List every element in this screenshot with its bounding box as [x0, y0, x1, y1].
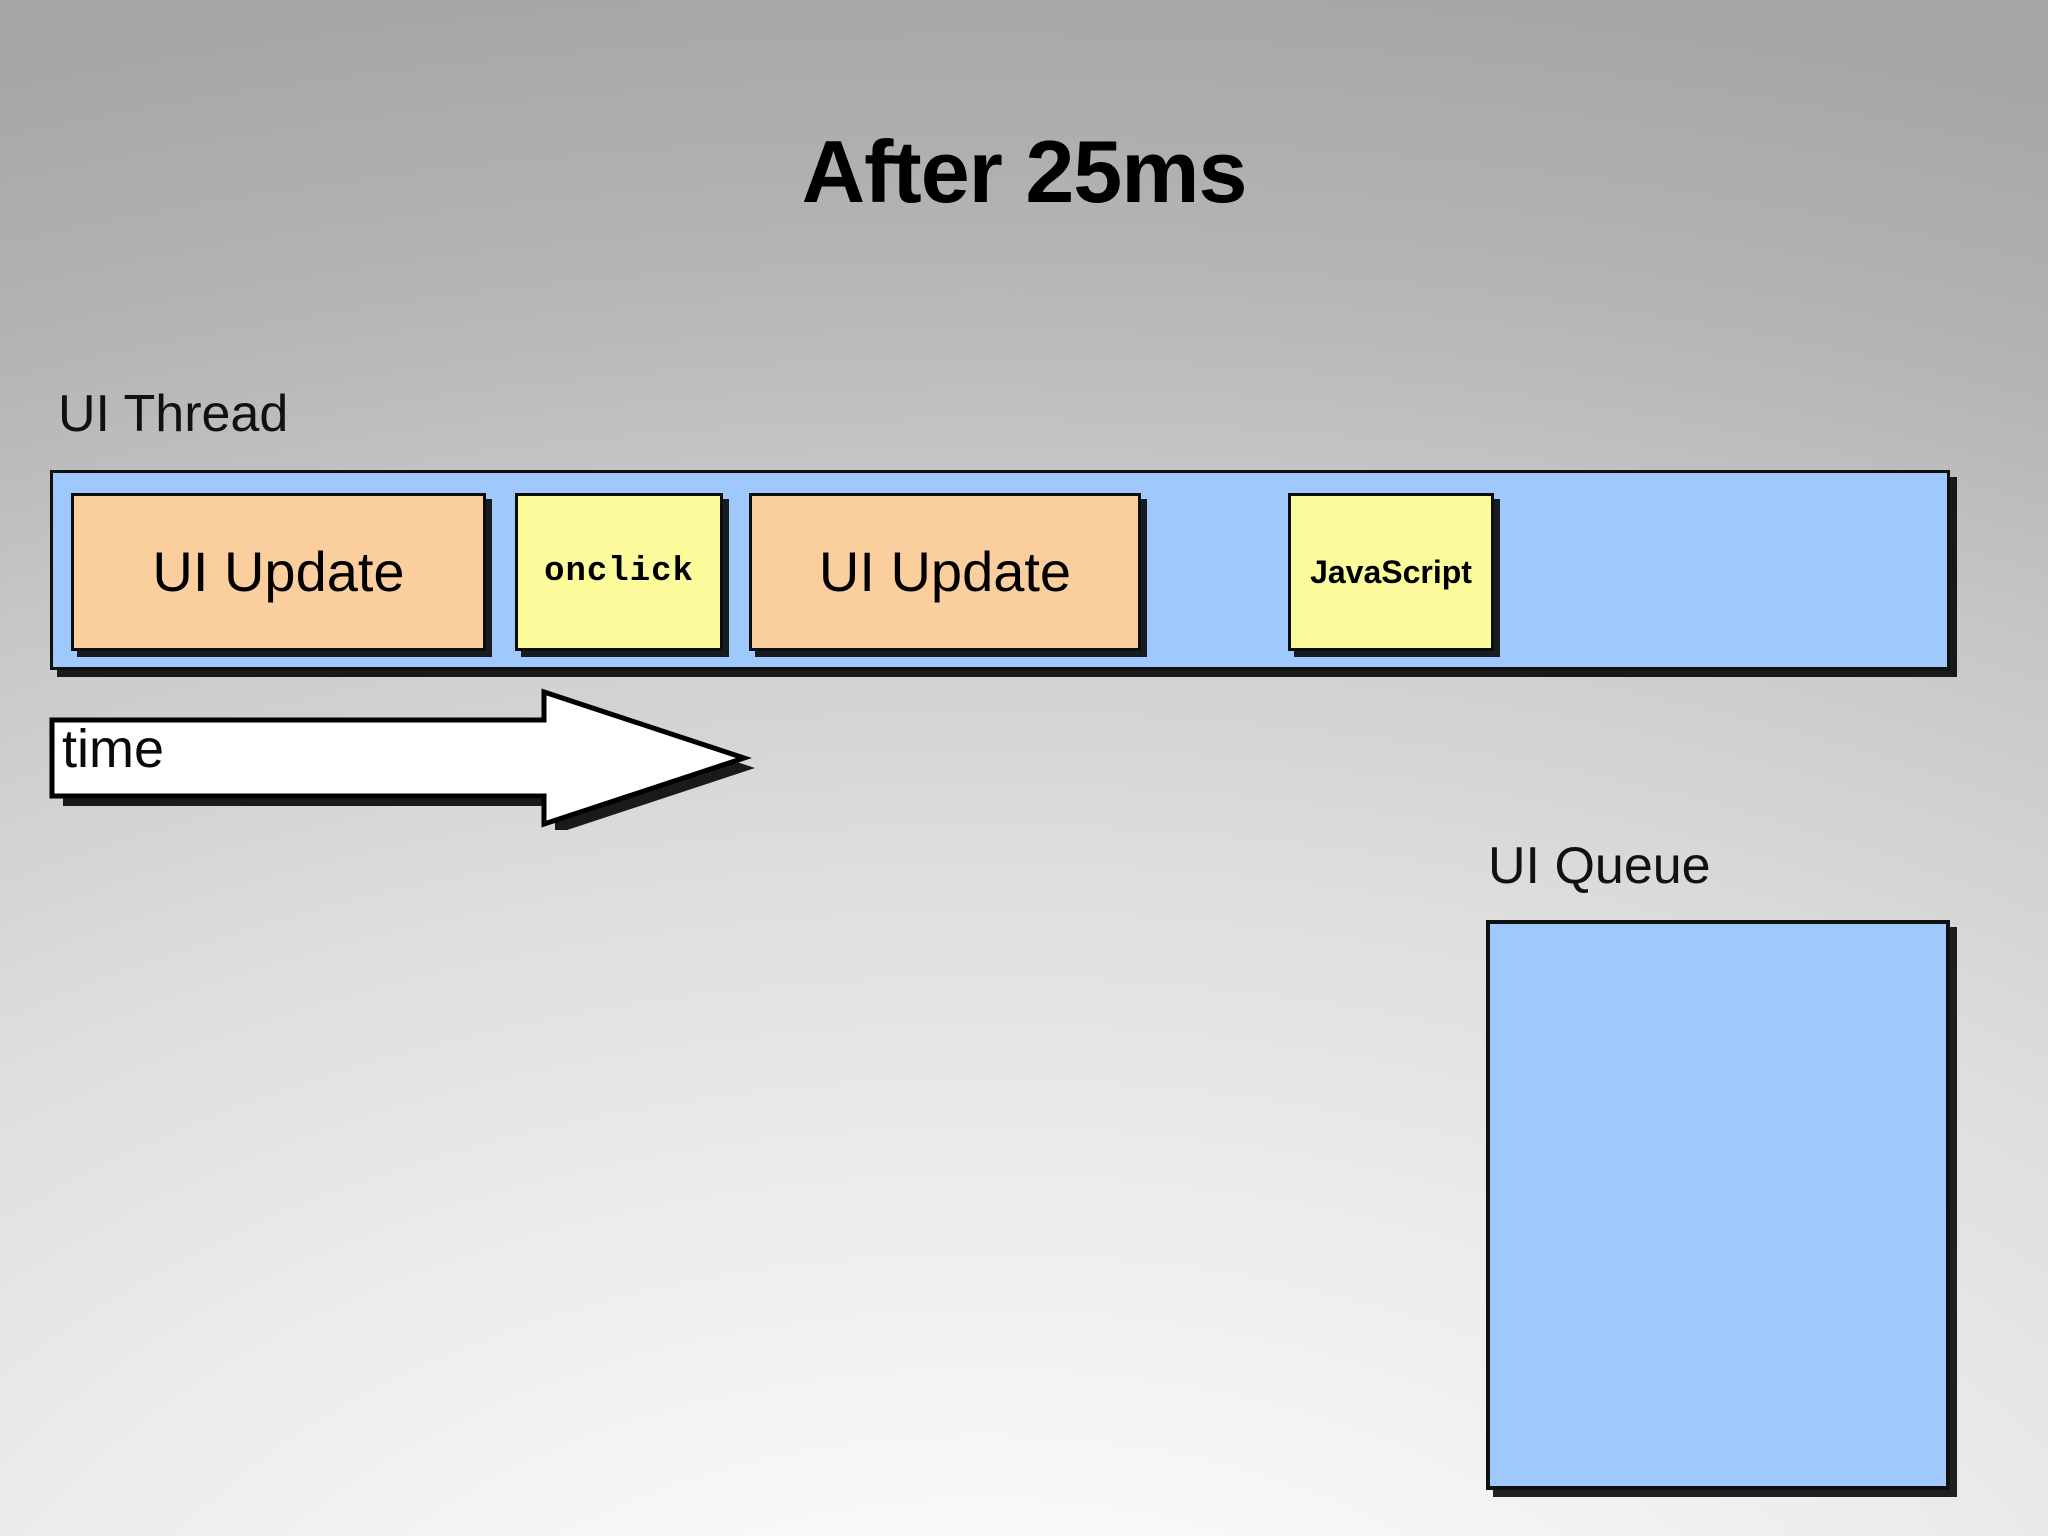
- ui-thread-timeline-bar: UI Update onclick UI Update JavaScript: [50, 470, 1950, 670]
- task-box-javascript[interactable]: JavaScript: [1288, 493, 1494, 651]
- ui-thread-label: UI Thread: [58, 385, 289, 443]
- task-box-ui-update-2[interactable]: UI Update: [749, 493, 1141, 651]
- ui-queue-label: UI Queue: [1488, 837, 1711, 895]
- time-axis-label: time: [62, 719, 165, 779]
- task-box-onclick[interactable]: onclick: [515, 493, 723, 651]
- task-box-ui-update-1[interactable]: UI Update: [71, 493, 486, 651]
- arrow-right-icon: [49, 688, 755, 830]
- time-axis-arrow: [44, 686, 764, 830]
- ui-queue-items-container: [1490, 924, 1946, 1486]
- ui-queue-box[interactable]: [1486, 920, 1950, 1490]
- page-title: After 25ms: [801, 122, 1248, 221]
